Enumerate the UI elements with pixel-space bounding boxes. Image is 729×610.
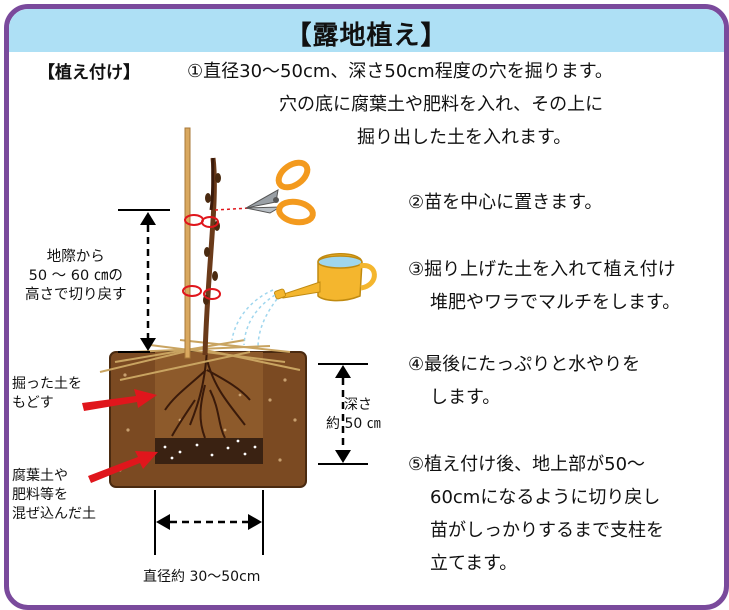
page-title: 【露地植え】 <box>285 21 448 51</box>
step-4-line-2: します。 <box>430 387 501 408</box>
soil-pit <box>109 351 307 488</box>
roots <box>164 349 251 439</box>
height-label: 地際から 50 ～ 60 ㎝の 高さで切り戻す <box>25 248 127 305</box>
depth-label-line-2: 約 50 ㎝ <box>326 416 381 432</box>
step-2: ②苗を中心に置きます。 <box>408 186 602 219</box>
step-5-line-3: 苗がしっかりするまで支柱を <box>430 520 664 541</box>
step-4: ④最後にたっぷりと水やりを します。 <box>408 348 640 414</box>
refill-label-line-1: 掘った土を <box>12 376 82 392</box>
watering-can-icon <box>231 253 377 349</box>
plant-stem <box>202 157 221 356</box>
step-5-line-4: 立てます。 <box>430 553 518 574</box>
step-3: ③掘り上げた土を入れて植え付け 堆肥やワラでマルチをします。 <box>408 253 680 319</box>
step-5-line-2: 60cmになるように切り戻し <box>430 487 661 508</box>
width-dimension <box>154 490 264 555</box>
depth-label-line-1: 深さ <box>344 397 372 413</box>
step-2-line-1: ②苗を中心に置きます。 <box>408 192 603 213</box>
section-tag: 【植え付け】 <box>38 63 140 83</box>
straw-mulch <box>99 339 301 381</box>
height-label-line-3: 高さで切り戻す <box>25 287 127 303</box>
support-stake <box>184 127 191 359</box>
compost-label-line-1: 腐葉土や <box>12 468 68 484</box>
step-1: ①直径30～50cm、深さ50cm程度の穴を掘ります。 穴の底に腐葉土や肥料を入… <box>187 55 613 154</box>
step-1-line-2: 穴の底に腐葉土や肥料を入れ、その上に <box>279 94 604 115</box>
step-5: ⑤植え付け後、地上部が50～ 60cmになるように切り戻し 苗がしっかりするまで… <box>408 448 664 580</box>
step-3-line-1: ③掘り上げた土を入れて植え付け <box>408 259 676 280</box>
step-1-line-1: ①直径30～50cm、深さ50cm程度の穴を掘ります。 <box>187 61 613 82</box>
compost-label-line-2: 肥料等を <box>12 487 68 503</box>
step-3-line-2: 堆肥やワラでマルチをします。 <box>430 292 681 313</box>
step-4-line-1: ④最後にたっぷりと水やりを <box>408 354 641 375</box>
cut-line <box>214 207 251 211</box>
arrow-icon <box>82 389 158 483</box>
step-1-line-3: 掘り出した土を入れます。 <box>357 127 572 148</box>
compost-label-line-3: 混ぜ込んだ土 <box>12 506 96 522</box>
red-ties <box>182 214 221 300</box>
depth-dimension <box>318 363 368 465</box>
height-label-line-2: 50 ～ 60 ㎝の <box>28 268 123 284</box>
diagram-frame: 【露地植え】 <box>4 4 729 610</box>
step-5-line-1: ⑤植え付け後、地上部が50～ <box>408 454 646 475</box>
depth-label: 深さ 約 50 ㎝ <box>326 396 381 434</box>
compost-soil-label: 腐葉土や 肥料等を 混ぜ込んだ土 <box>12 467 96 524</box>
refill-label-line-2: もどす <box>12 395 54 411</box>
height-dimension <box>118 209 170 353</box>
height-label-line-1: 地際から <box>46 249 105 265</box>
refill-soil-label: 掘った土を もどす <box>12 375 82 413</box>
width-label: 直径約 30～50cm <box>143 569 261 585</box>
title-bar <box>9 9 724 52</box>
scissors-icon <box>245 159 316 226</box>
